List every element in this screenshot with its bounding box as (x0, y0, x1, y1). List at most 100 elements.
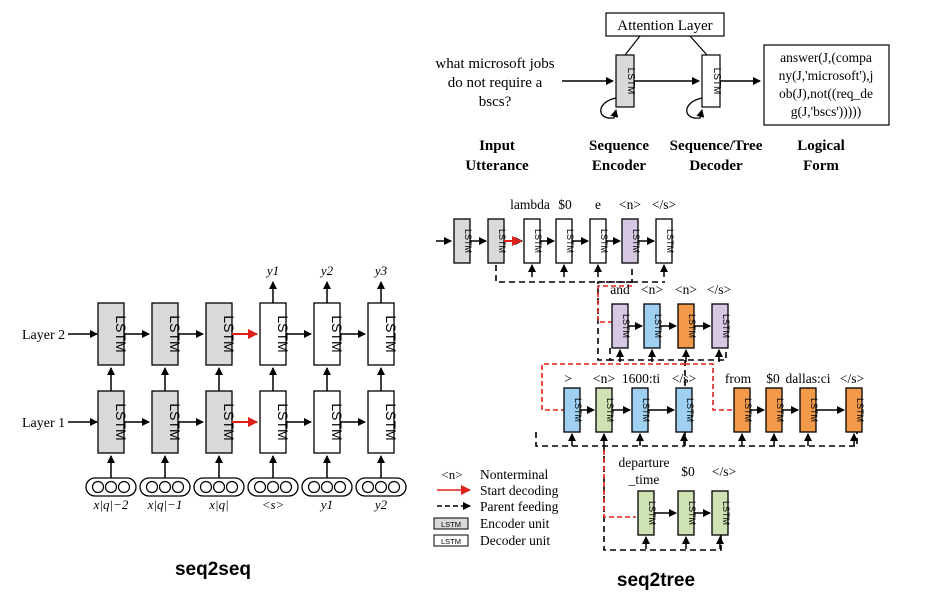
embedding-circle (158, 480, 172, 494)
row3-label-1: > (564, 371, 572, 386)
legend-encoder-swatch-label: LSTM (441, 520, 461, 529)
row4-lstm-2-label: LSTM (687, 501, 697, 525)
embedding-circle (199, 480, 213, 494)
embedding-circle (117, 480, 131, 494)
row1-lstm-1-label: LSTM (463, 229, 473, 253)
logical-form-line-4: g(J,'bscs'))))) (791, 104, 861, 119)
seq2seq-input-label-2: x|q|−1 (147, 497, 183, 512)
row3b-label-3: dallas:ci (786, 371, 831, 386)
seq2seq-input-label-5: y1 (319, 497, 333, 512)
row2-label-1: and (610, 282, 630, 297)
row1-lstm-4-label: LSTM (565, 229, 575, 253)
embedding-circle (333, 480, 347, 494)
embedding-circle (253, 480, 267, 494)
seq2seq-layer1-lstm-3-label: LSTM (221, 403, 237, 440)
row1-lstm-5-label: LSTM (599, 229, 609, 253)
seq2seq-layer1-lstm-5 (313, 390, 341, 454)
embedding-circle (104, 480, 118, 494)
overview-encoder-lstm-label: LSTM (625, 68, 636, 95)
seq2seq-output-label-2: y2 (319, 263, 334, 278)
row3-lstm-3-label: LSTM (641, 398, 651, 422)
overview-panel: Attention Layer what microsoft jobs do n… (435, 12, 890, 174)
embedding-circle (374, 480, 388, 494)
legend: <n> Nonterminal Start decoding Parent fe… (433, 467, 559, 548)
stage-label-encoder: Encoder (592, 158, 647, 174)
logical-form-line-1: answer(J,(compa (780, 50, 872, 65)
seq2seq-output-label-3: y3 (373, 263, 388, 278)
legend-nonterminal-label: Nonterminal (480, 467, 548, 482)
legend-parent-label: Parent feeding (480, 499, 559, 514)
stage-label-logical: Logical (797, 138, 845, 154)
row4-label-2: _time (628, 472, 660, 487)
seq2seq-output-label-1: y1 (265, 263, 279, 278)
legend-encoder-swatch (433, 517, 469, 530)
seq2seq-input-label-3: x|q| (208, 497, 228, 512)
seq2seq-layer2-lstm-5-label: LSTM (329, 315, 345, 352)
logical-form-line-2: ny(J,'microsoft'),j (779, 68, 874, 83)
seq2seq-layer2-lstm-3-label: LSTM (221, 315, 237, 352)
stage-label-sequence: Sequence (589, 138, 649, 154)
seq2seq-layer2-lstm-1-label: LSTM (113, 315, 129, 352)
row3-label-2: <n> (593, 371, 615, 386)
seq2seq-caption: seq2seq (175, 559, 251, 580)
row1-lstm-6-label: LSTM (631, 229, 641, 253)
legend-decoder-swatch-label: LSTM (441, 537, 461, 546)
logical-form-box (763, 44, 890, 126)
layer2-label: Layer 2 (22, 328, 65, 343)
embedding-circle (387, 480, 401, 494)
row4-lstm-3 (711, 490, 729, 536)
row1-lstm-3-label: LSTM (533, 229, 543, 253)
seq2seq-layer2-lstm-4-label: LSTM (275, 315, 291, 352)
seq2seq-layer2-lstm-6-label: LSTM (383, 315, 399, 352)
legend-decoder-swatch (433, 534, 469, 547)
embedding-circle (225, 480, 239, 494)
seq2seq-layer1-lstm-4-label: LSTM (275, 403, 291, 440)
row4-label-1: departure (619, 455, 670, 470)
seq2seq-layer2-lstm-1 (97, 302, 125, 366)
utterance-line-1: what microsoft jobs (435, 56, 554, 72)
utterance-line-3: bscs? (479, 94, 512, 110)
seq2seq-layer2-lstm-3 (205, 302, 233, 366)
row1-label-5: </s> (652, 197, 676, 212)
row2-label-4: </s> (707, 282, 731, 297)
embedding-circle (279, 480, 293, 494)
row3-lstm-4 (675, 387, 693, 433)
row3b-label-4: </s> (840, 371, 864, 386)
row2-lstm-2-label: LSTM (653, 314, 663, 338)
legend-decoder-label: Decoder unit (480, 533, 550, 548)
row4-label-3: $0 (681, 464, 695, 479)
legend-start-label: Start decoding (480, 483, 559, 498)
overview-decoder-lstm-label: LSTM (711, 68, 722, 95)
seq2seq-layer1-lstm-6-label: LSTM (383, 403, 399, 440)
row3-lstm-4-label: LSTM (685, 398, 695, 422)
row3b-lstm-1-label: LSTM (743, 398, 753, 422)
layer1-label: Layer 1 (22, 416, 65, 431)
seq2seq-panel: Layer 2 Layer 1 LSTM LSTM x|q|−2 LSTM LSTM x|… (22, 263, 407, 580)
row2-lstm-1-label: LSTM (621, 314, 631, 338)
row2-label-3: <n> (675, 282, 697, 297)
row3b-lstm-4-label: LSTM (855, 398, 865, 422)
legend-encoder-label: Encoder unit (480, 516, 550, 531)
row3b-label-1: from (725, 371, 752, 386)
row3-label-4: </s> (672, 371, 696, 386)
row4-label-4: </s> (712, 464, 736, 479)
seq2seq-layer1-lstm-2-label: LSTM (167, 403, 183, 440)
embedding-circle (145, 480, 159, 494)
row3b-label-2: $0 (766, 371, 780, 386)
utterance-line-2: do not require a (448, 75, 543, 91)
seq2seq-layer1-lstm-5-label: LSTM (329, 403, 345, 440)
row1-lstm-7-label: LSTM (665, 229, 675, 253)
seq2seq-layer1-lstm-1-label: LSTM (113, 403, 129, 440)
row2-lstm-4 (711, 303, 729, 349)
seq2seq-layer1-lstm-3 (205, 390, 233, 454)
row2-label-2: <n> (641, 282, 663, 297)
row4-lstm-3-label: LSTM (721, 501, 731, 525)
embedding-circle (171, 480, 185, 494)
row3-lstm-1-label: LSTM (573, 398, 583, 422)
legend-nonterminal-symbol: <n> (441, 467, 462, 482)
attention-layer-box (605, 12, 725, 37)
stage-label-seqtree: Sequence/Tree (670, 138, 763, 154)
row1-label-3: e (595, 197, 601, 212)
row4-lstm-1-label: LSTM (647, 501, 657, 525)
seq2seq-input-label-1: x|q|−2 (93, 497, 129, 512)
